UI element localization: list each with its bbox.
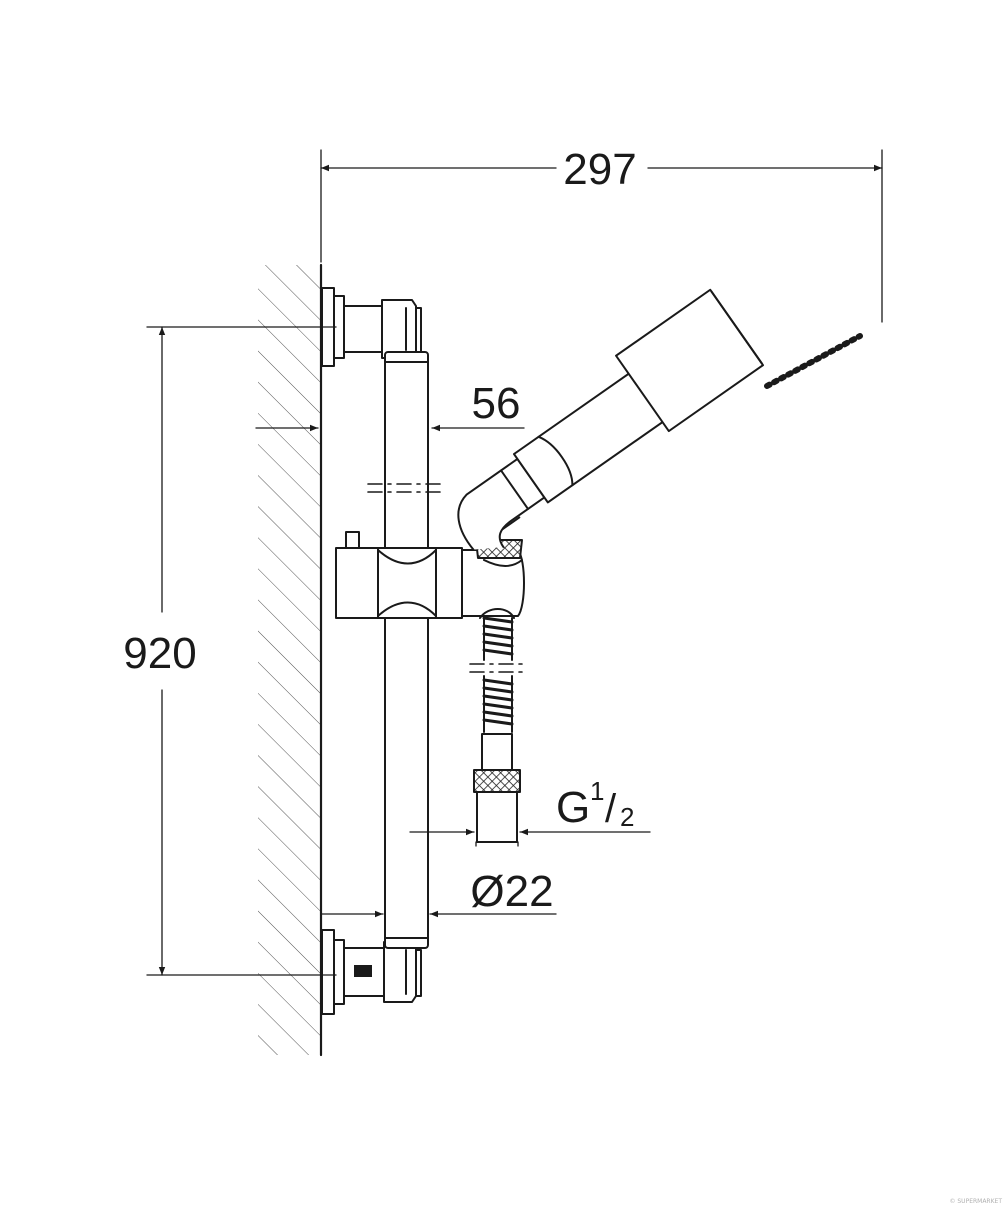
bottom-wall-bracket bbox=[321, 929, 422, 1015]
shower-rail bbox=[367, 351, 443, 949]
watermark: © SUPERMARKET bbox=[949, 1198, 1002, 1205]
dimension-920 bbox=[146, 326, 337, 976]
shower-hose bbox=[469, 616, 527, 843]
spray-nozzles bbox=[764, 333, 863, 389]
label-g-slash: / bbox=[605, 787, 617, 831]
top-wall-bracket bbox=[321, 287, 422, 367]
dimension-g-half bbox=[409, 828, 651, 847]
label-diameter-22: Ø22 bbox=[470, 867, 553, 916]
wall bbox=[258, 263, 323, 1057]
slider-glider bbox=[335, 531, 525, 619]
label-g-denominator: 2 bbox=[620, 802, 634, 832]
dimension-297 bbox=[320, 149, 883, 323]
label-g-half: G 1 / 2 bbox=[556, 776, 634, 832]
label-920: 920 bbox=[123, 629, 196, 678]
label-g: G bbox=[556, 783, 590, 832]
hand-shower bbox=[457, 288, 765, 551]
label-297: 297 bbox=[563, 145, 636, 194]
label-56: 56 bbox=[472, 379, 521, 428]
label-g-numerator: 1 bbox=[590, 776, 604, 806]
